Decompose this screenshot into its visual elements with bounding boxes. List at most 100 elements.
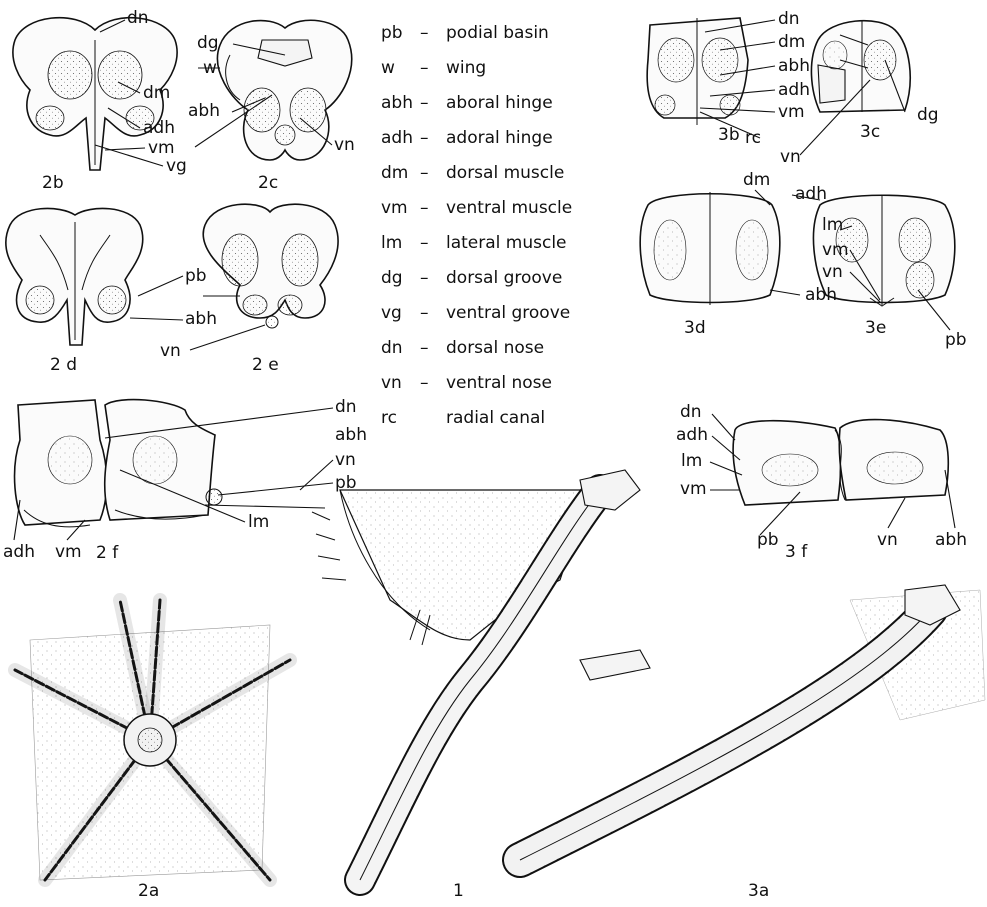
label-abh: abh bbox=[805, 285, 837, 305]
label-adh: adh bbox=[778, 80, 810, 100]
label-w: w bbox=[203, 58, 217, 78]
label-dg: dg bbox=[917, 105, 939, 125]
label-abh: abh bbox=[188, 101, 220, 121]
label-dn: dn bbox=[778, 9, 800, 29]
vertebra-3f bbox=[733, 420, 948, 505]
label-dn: dn bbox=[127, 8, 149, 28]
legend-dash: – bbox=[420, 268, 429, 288]
label-vn: vn bbox=[335, 450, 356, 470]
label-abh: abh bbox=[335, 425, 367, 445]
legend-text: wing bbox=[446, 58, 486, 78]
label-pb: pb bbox=[335, 473, 357, 493]
legend-abbr: w bbox=[381, 58, 395, 78]
legend-abbr: lm bbox=[381, 233, 402, 253]
figure-number-3e: 3e bbox=[865, 318, 886, 338]
label-abh: abh bbox=[185, 309, 217, 329]
vertebra-2f bbox=[15, 400, 222, 527]
specimen-3a bbox=[520, 585, 985, 860]
legend-abbr: dn bbox=[381, 338, 403, 358]
figure-number-2b: 2b bbox=[42, 173, 64, 193]
label-vm: vm bbox=[55, 542, 82, 562]
label-lm: lm bbox=[681, 451, 702, 471]
legend-abbr: dg bbox=[381, 268, 403, 288]
figure-number-3c: 3c bbox=[860, 122, 880, 142]
figure-number-1: 1 bbox=[453, 881, 464, 901]
label-pb: pb bbox=[945, 330, 967, 350]
label-vm: vm bbox=[822, 240, 849, 260]
legend-dash: – bbox=[420, 373, 429, 393]
label-vn: vn bbox=[780, 147, 801, 167]
label-dn: dn bbox=[680, 402, 702, 422]
legend-dash: – bbox=[420, 233, 429, 253]
legend-text: ventral muscle bbox=[446, 198, 572, 218]
legend-abbr: adh bbox=[381, 128, 413, 148]
figure-number-2d: 2 d bbox=[50, 355, 77, 375]
figure-number-3b: 3b bbox=[718, 125, 740, 145]
legend-abbr: vn bbox=[381, 373, 402, 393]
figure-number-3d: 3d bbox=[684, 318, 706, 338]
label-lm: lm bbox=[248, 512, 269, 532]
figure-number-3a: 3a bbox=[748, 881, 769, 901]
legend-abbr: rc bbox=[381, 408, 397, 428]
vertebra-2c bbox=[217, 20, 351, 160]
label-pb: pb bbox=[757, 530, 779, 550]
legend-dash: – bbox=[420, 58, 429, 78]
label-abh: abh bbox=[778, 56, 810, 76]
label-vn: vn bbox=[160, 341, 181, 361]
label-dn: dn bbox=[335, 397, 357, 417]
label-abh: abh bbox=[935, 530, 967, 550]
legend-text: adoral hinge bbox=[446, 128, 553, 148]
label-dm: dm bbox=[778, 32, 805, 52]
label-dm: dm bbox=[743, 170, 770, 190]
legend-text: ventral groove bbox=[446, 303, 570, 323]
legend-text: podial basin bbox=[446, 23, 549, 43]
legend-abbr: vg bbox=[381, 303, 402, 323]
legend-dash: – bbox=[420, 338, 429, 358]
label-lm: lm bbox=[822, 215, 843, 235]
legend-abbr: abh bbox=[381, 93, 413, 113]
label-vn: vn bbox=[334, 135, 355, 155]
vertebra-3d bbox=[640, 192, 780, 305]
legend-text: dorsal muscle bbox=[446, 163, 564, 183]
legend-text: aboral hinge bbox=[446, 93, 553, 113]
figure-number-2f: 2 f bbox=[96, 543, 119, 563]
legend-abbr: pb bbox=[381, 23, 403, 43]
legend: pb – podial basin w – wing abh – aboral … bbox=[381, 23, 572, 428]
label-dm: dm bbox=[143, 83, 170, 103]
label-vm: vm bbox=[680, 479, 707, 499]
label-adh: adh bbox=[676, 425, 708, 445]
label-dg: dg bbox=[197, 33, 219, 53]
legend-text: dorsal groove bbox=[446, 268, 562, 288]
label-vg: vg bbox=[166, 156, 187, 176]
label-vm: vm bbox=[148, 138, 175, 158]
vertebra-2d bbox=[6, 208, 143, 345]
legend-dash: – bbox=[420, 163, 429, 183]
legend-dash: – bbox=[420, 198, 429, 218]
figure-number-2e: 2 e bbox=[252, 355, 279, 375]
legend-abbr: vm bbox=[381, 198, 408, 218]
label-adh: adh bbox=[143, 118, 175, 138]
legend-text: ventral nose bbox=[446, 373, 552, 393]
label-vn: vn bbox=[822, 262, 843, 282]
label-rc: rc bbox=[745, 128, 761, 148]
label-adh: adh bbox=[795, 184, 827, 204]
label-vm: vm bbox=[778, 102, 805, 122]
legend-dash: – bbox=[420, 23, 429, 43]
figure-number-2c: 2c bbox=[258, 173, 278, 193]
vertebra-2e bbox=[203, 204, 338, 328]
specimen-2a bbox=[15, 600, 290, 880]
legend-dash: – bbox=[420, 93, 429, 113]
legend-dash: – bbox=[420, 128, 429, 148]
figure-number-2a: 2a bbox=[138, 881, 159, 901]
legend-dash: – bbox=[420, 303, 429, 323]
legend-text: radial canal bbox=[446, 408, 545, 428]
vertebra-3b bbox=[647, 18, 748, 125]
label-pb: pb bbox=[185, 266, 207, 286]
legend-text: lateral muscle bbox=[446, 233, 567, 253]
legend-text: dorsal nose bbox=[446, 338, 544, 358]
figure-number-3f: 3 f bbox=[785, 542, 808, 562]
legend-abbr: dm bbox=[381, 163, 408, 183]
label-vn: vn bbox=[877, 530, 898, 550]
label-adh: adh bbox=[3, 542, 35, 562]
